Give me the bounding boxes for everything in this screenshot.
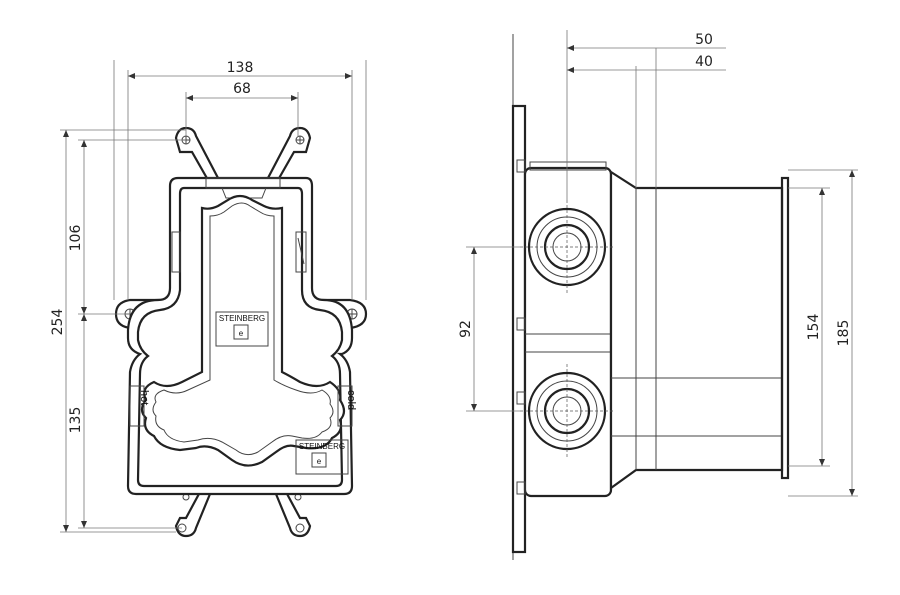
dim-depth-min: 40: [695, 54, 713, 70]
port-upper: [520, 200, 615, 295]
side-slots: [171, 231, 307, 273]
dim-height-lower: 135: [68, 407, 84, 434]
brand-label-top: STEINBERG e: [215, 311, 269, 347]
port-hot-text: hot: [138, 390, 150, 405]
bottom-mounting-ears: [174, 490, 312, 538]
front-plate: [511, 104, 527, 554]
port-cold-text: cold: [345, 390, 357, 410]
front-view: STEINBERG e STEINBERG e hot cold: [114, 126, 368, 538]
dim-height-total: 254: [50, 309, 66, 336]
svg-text:e: e: [317, 457, 322, 466]
port-cold-label: cold: [337, 385, 357, 427]
dim-depth-max: 50: [695, 32, 713, 48]
top-mounting-ears: [174, 126, 312, 182]
dim-body-height: 154: [806, 314, 822, 341]
port-lower: [520, 364, 615, 458]
dim-height-upper: 106: [68, 225, 84, 252]
svg-text:e: e: [239, 329, 244, 338]
side-dimensions: 50 40 92 154 185: [458, 30, 858, 497]
dim-port-spacing: 92: [458, 320, 474, 338]
front-dimensions: 138 68 254 106 135: [50, 60, 367, 533]
brand-label-bottom: STEINBERG e: [295, 439, 349, 475]
port-hot-label: hot: [129, 385, 150, 427]
back-cover: [609, 169, 790, 491]
dim-width-inner: 68: [233, 81, 251, 97]
dim-width-outer: 138: [227, 60, 254, 76]
side-view: [511, 34, 790, 560]
brand-text-top: STEINBERG: [219, 314, 265, 323]
dim-plate-height: 185: [836, 320, 852, 347]
brand-text-bottom: STEINBERG: [299, 442, 345, 451]
